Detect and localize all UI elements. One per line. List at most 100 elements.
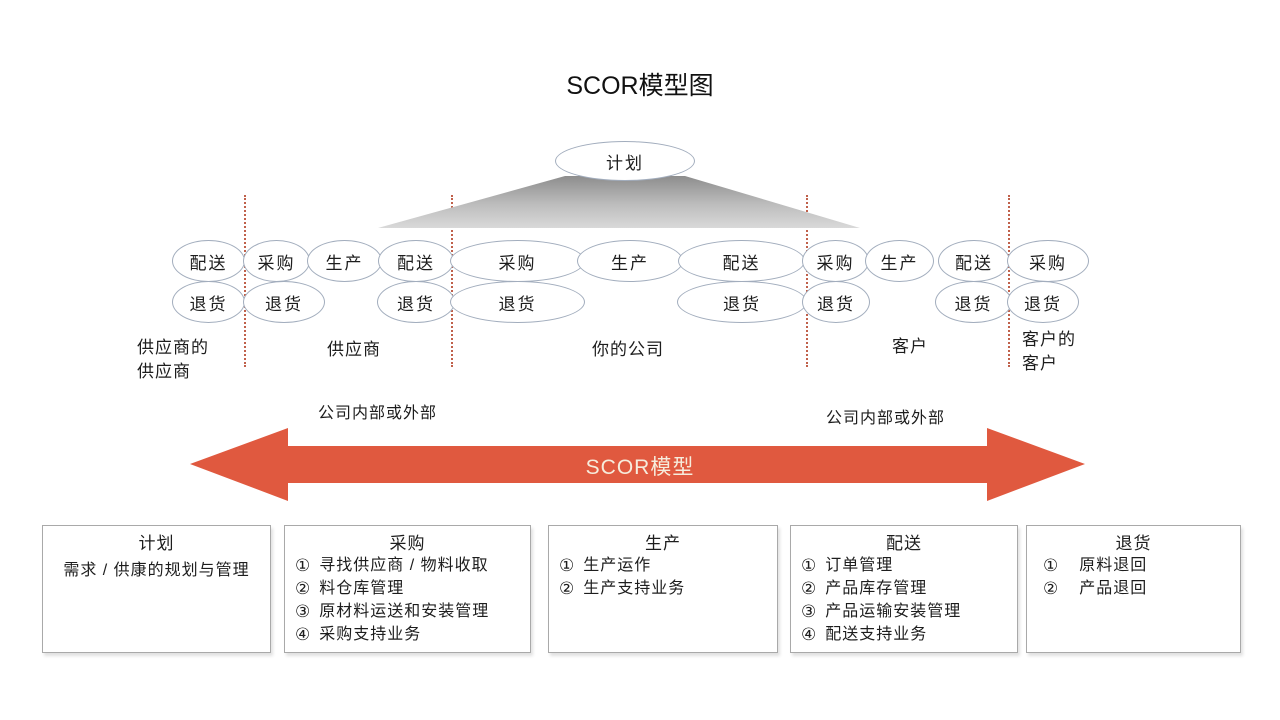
box-subtitle: 需求 / 供康的规划与管理	[63, 562, 250, 579]
ellipse-label: 配送	[189, 253, 228, 273]
box-title: 生产	[645, 534, 681, 553]
item-text: 采购支持业务	[319, 626, 422, 643]
ellipse-label: 配送	[722, 253, 761, 273]
process-ellipse-source: 采购	[243, 240, 310, 282]
detail-box-source: 采购 ① 寻找供应商 / 物料收取 ② 料仓库管理 ③ 原材料运送和安装管理 ④ 采购支…	[284, 525, 531, 653]
list-item: ③ 原材料运送和安装管理	[285, 600, 530, 623]
ellipse-label: 采购	[257, 253, 296, 273]
process-ellipse-deliver: 配送	[172, 240, 245, 282]
segment-divider-line	[244, 195, 246, 367]
process-ellipse-source: 采购	[450, 240, 585, 282]
item-text: 产品库存管理	[825, 580, 928, 597]
detail-box-return: 退货 ① 原料退回 ② 产品退回	[1026, 525, 1241, 653]
section-label-customers-customer: 客户的客户	[1022, 330, 1076, 373]
segment-divider-line	[1008, 195, 1010, 367]
detail-box-plan: 计划 需求 / 供康的规划与管理	[42, 525, 271, 653]
ellipse-label: 退货	[723, 294, 761, 314]
section-label-customer: 客户	[892, 337, 928, 356]
circled-number: ①	[559, 556, 576, 575]
ellipse-label: 生产	[611, 253, 649, 273]
list-item: ② 生产支持业务	[549, 577, 777, 600]
plan-ellipse-label: 计划	[606, 153, 644, 173]
circled-number: ②	[295, 579, 312, 598]
return-ellipse: 退货	[172, 281, 245, 323]
ellipse-label: 采购	[1029, 253, 1067, 273]
item-text: 生产运作	[583, 557, 652, 574]
circled-number: ③	[801, 602, 818, 621]
section-label-supplier: 供应商	[327, 340, 381, 359]
list-item: ① 订单管理	[791, 554, 1017, 577]
circled-number: ②	[801, 579, 818, 598]
ellipse-label: 退货	[397, 294, 435, 314]
detail-box-deliver: 配送 ① 订单管理 ② 产品库存管理 ③ 产品运输安装管理 ④ 配送支持业务	[790, 525, 1018, 653]
item-text: 产品运输安装管理	[825, 603, 962, 620]
ellipse-label: 采购	[816, 253, 855, 273]
return-ellipse: 退货	[677, 281, 807, 323]
plan-ellipse: 计划	[555, 141, 695, 181]
item-text: 原材料运送和安装管理	[319, 603, 490, 620]
return-ellipse: 退货	[243, 281, 325, 323]
list-item: ② 产品退回	[1027, 577, 1240, 600]
item-text: 料仓库管理	[319, 580, 405, 597]
return-ellipse: 退货	[450, 281, 585, 323]
ellipse-label: 退货	[1024, 294, 1062, 314]
process-ellipse-source: 采购	[802, 240, 869, 282]
ellipse-label: 配送	[397, 253, 435, 273]
ellipse-label: 生产	[325, 253, 364, 273]
box-title: 退货	[1115, 534, 1152, 553]
circled-number: ②	[559, 579, 576, 598]
ellipse-label: 生产	[880, 253, 919, 273]
circled-number: ④	[801, 625, 818, 644]
circled-number: ④	[295, 625, 312, 644]
box-title: 配送	[886, 534, 922, 553]
process-ellipse-deliver: 配送	[938, 240, 1010, 282]
item-text: 配送支持业务	[825, 626, 928, 643]
circled-number: ①	[295, 556, 312, 575]
process-ellipse-deliver: 配送	[678, 240, 805, 282]
segment-divider-line	[451, 195, 453, 367]
circled-number: ①	[801, 556, 818, 575]
scope-label-left: 公司内部或外部	[318, 405, 438, 422]
item-text: 订单管理	[825, 557, 894, 574]
ellipse-label: 退货	[189, 294, 228, 314]
circled-number: ③	[295, 602, 312, 621]
return-ellipse: 退货	[802, 281, 870, 323]
item-text: 产品退回	[1079, 580, 1148, 597]
process-ellipse-deliver: 配送	[378, 240, 454, 282]
item-text: 生产支持业务	[583, 580, 686, 597]
process-ellipse-make: 生产	[307, 240, 382, 282]
ellipse-label: 退货	[498, 294, 537, 314]
scor-arrow	[190, 428, 1085, 501]
ellipse-label: 采购	[498, 253, 537, 273]
process-ellipse-source: 采购	[1007, 240, 1089, 282]
list-item: ④ 采购支持业务	[285, 623, 530, 646]
return-ellipse: 退货	[1007, 281, 1079, 323]
scor-arrow-label: SCOR模型	[585, 456, 695, 479]
process-ellipse-make: 生产	[577, 240, 683, 282]
circled-number: ①	[1043, 556, 1060, 575]
process-ellipse-make: 生产	[865, 240, 934, 282]
diagram-title: SCOR模型图	[566, 72, 714, 100]
ellipse-label: 配送	[955, 253, 993, 273]
list-item: ② 产品库存管理	[791, 577, 1017, 600]
box-title: 计划	[138, 534, 175, 553]
list-item: ② 料仓库管理	[285, 577, 530, 600]
list-item: ① 寻找供应商 / 物料收取	[285, 554, 530, 577]
section-label-suppliers-supplier: 供应商的供应商	[137, 338, 209, 381]
list-item: ③ 产品运输安装管理	[791, 600, 1017, 623]
detail-box-make: 生产 ① 生产运作 ② 生产支持业务	[548, 525, 778, 653]
return-ellipse: 退货	[935, 281, 1012, 323]
ellipse-label: 退货	[265, 294, 303, 314]
list-item: ① 生产运作	[549, 554, 777, 577]
item-text: 寻找供应商 / 物料收取	[319, 557, 489, 574]
ellipse-label: 退货	[954, 294, 993, 314]
scope-label-right: 公司内部或外部	[826, 410, 946, 427]
return-ellipse: 退货	[377, 281, 455, 323]
section-label-your-company: 你的公司	[592, 340, 664, 359]
item-text: 原料退回	[1079, 557, 1148, 574]
circled-number: ②	[1043, 579, 1060, 598]
scor-arrow-shape	[190, 428, 1085, 501]
box-title: 采购	[389, 534, 426, 553]
list-item: ① 原料退回	[1027, 554, 1240, 577]
